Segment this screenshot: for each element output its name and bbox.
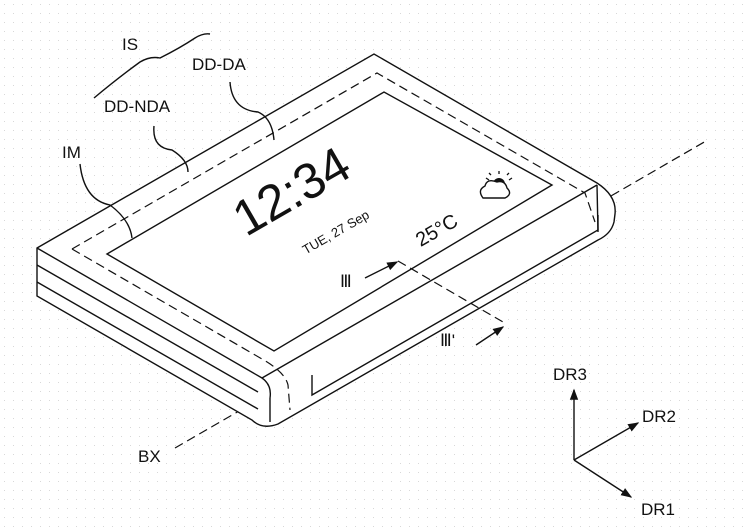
dr2-arrow [573, 422, 640, 461]
dd-da-leader [229, 81, 275, 141]
section-arrow-start [364, 261, 399, 279]
device-edge-line [596, 184, 599, 233]
device-edge-line [261, 184, 598, 379]
label-is: IS [122, 35, 138, 54]
partly-cloudy-icon [479, 171, 513, 199]
label-im: IM [62, 143, 81, 162]
label-dr1: DR1 [641, 500, 675, 519]
dr1-arrow [573, 459, 633, 498]
im-leader [79, 163, 133, 239]
label-dd-da: DD-DA [192, 55, 246, 74]
display-device [36, 53, 616, 427]
display-area-boundary [71, 72, 596, 411]
section-arrow-end [475, 326, 505, 346]
label-dr2: DR2 [642, 407, 676, 426]
device-layer-line [36, 281, 259, 410]
label-dr3: DR3 [553, 365, 587, 384]
label-dd-nda: DD-NDA [104, 97, 171, 116]
direction-axes [569, 388, 640, 498]
device-layer-line [36, 264, 259, 393]
dd-nda-leader [153, 125, 189, 173]
label-bx: BX [138, 447, 161, 466]
is-brace [93, 33, 211, 99]
section-line [397, 260, 504, 323]
device-top-surface [36, 53, 616, 427]
display-screen [105, 91, 554, 352]
label-section-start: Ⅲ [340, 272, 352, 291]
label-section-end: Ⅲ' [440, 331, 455, 350]
